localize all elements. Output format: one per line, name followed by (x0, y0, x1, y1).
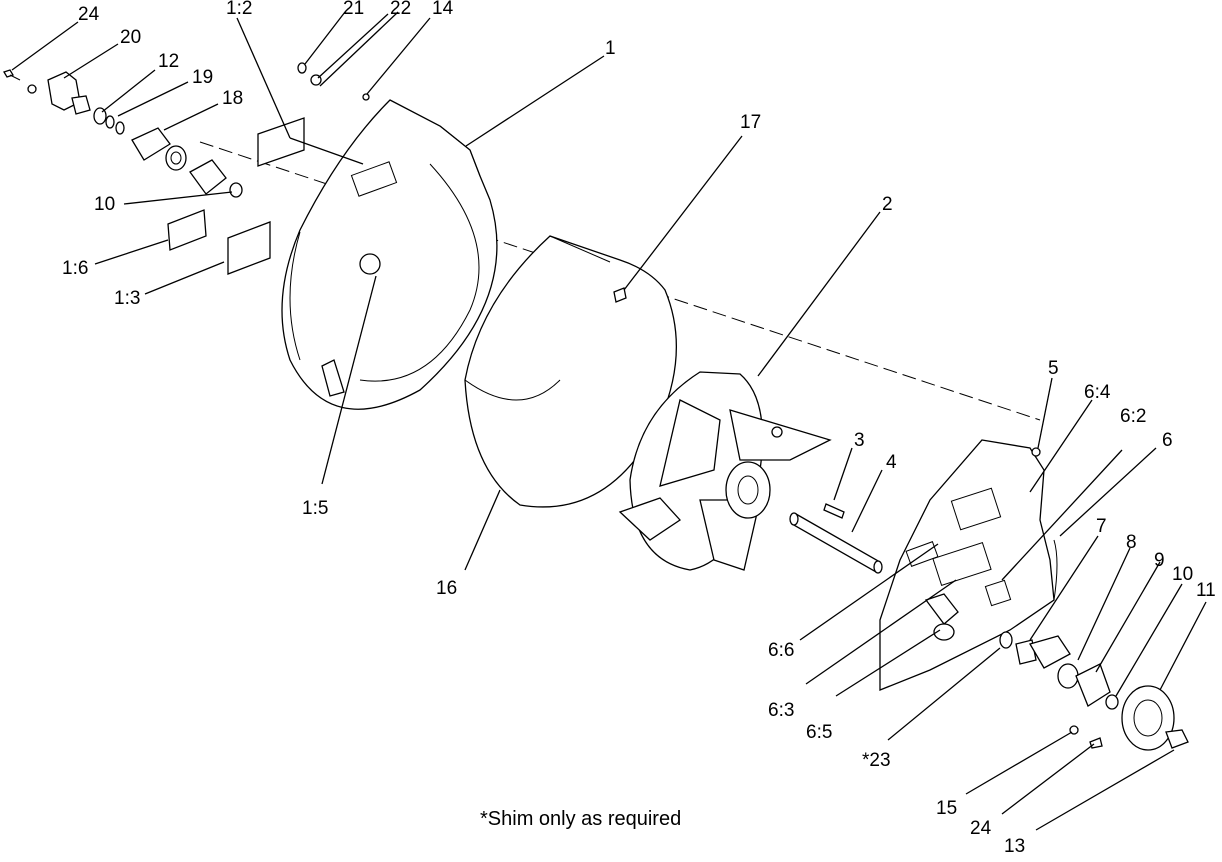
callout-9: 9 (1154, 550, 1165, 571)
callout-1-3: 1:3 (114, 288, 140, 309)
callout-labels: 24 20 12 19 18 1:2 21 22 14 1 17 10 1:6 … (62, 0, 1216, 857)
callout-6-4: 6:4 (1084, 382, 1111, 403)
callout-23: *23 (862, 750, 891, 771)
callout-7: 7 (1096, 516, 1107, 537)
callout-6-3: 6:3 (768, 700, 794, 721)
housing-side-6 (879, 439, 1058, 691)
callout-8: 8 (1126, 532, 1137, 553)
callout-11: 11 (1196, 580, 1216, 601)
callout-12: 12 (158, 51, 179, 72)
callout-5: 5 (1048, 358, 1059, 379)
callout-14: 14 (432, 0, 454, 19)
callout-24-top: 24 (78, 4, 100, 25)
leader-lines (11, 11, 1207, 831)
shaft-4 (789, 512, 883, 574)
callout-17: 17 (740, 112, 761, 133)
callout-10-right: 10 (1172, 564, 1193, 585)
callout-24-bottom: 24 (970, 818, 992, 839)
callout-19: 19 (192, 67, 213, 88)
impeller-2 (618, 371, 832, 571)
left-hardware-stack (3, 69, 243, 198)
callout-22: 22 (390, 0, 411, 19)
callout-1: 1 (605, 38, 616, 59)
callout-21: 21 (343, 0, 364, 19)
callout-18: 18 (222, 88, 243, 109)
liner-band-16 (464, 235, 677, 508)
callout-2: 2 (882, 194, 893, 215)
bolt-17 (613, 287, 627, 303)
callout-10-left: 10 (94, 194, 115, 215)
callout-1-2: 1:2 (226, 0, 252, 19)
callout-6-6: 6:6 (768, 640, 794, 661)
callout-20: 20 (120, 27, 141, 48)
impeller-housing-1 (281, 99, 498, 410)
decal-1-3 (227, 221, 271, 275)
right-hardware-stack (999, 631, 1189, 751)
decal-1-6 (167, 209, 207, 251)
callout-3: 3 (854, 430, 865, 451)
key-3 (823, 503, 845, 519)
callout-1-5: 1:5 (302, 498, 328, 519)
callout-6-2: 6:2 (1120, 406, 1146, 427)
callout-4: 4 (886, 452, 897, 473)
callout-15: 15 (936, 798, 957, 819)
callout-6: 6 (1162, 430, 1173, 451)
decal-1-2 (257, 117, 305, 167)
footnote: *Shim only as required (480, 808, 681, 830)
callout-13: 13 (1004, 836, 1025, 857)
hardware-21-22-14 (297, 62, 370, 101)
callout-6-5: 6:5 (806, 722, 832, 743)
callout-1-6: 1:6 (62, 258, 88, 279)
callout-16: 16 (436, 578, 457, 599)
